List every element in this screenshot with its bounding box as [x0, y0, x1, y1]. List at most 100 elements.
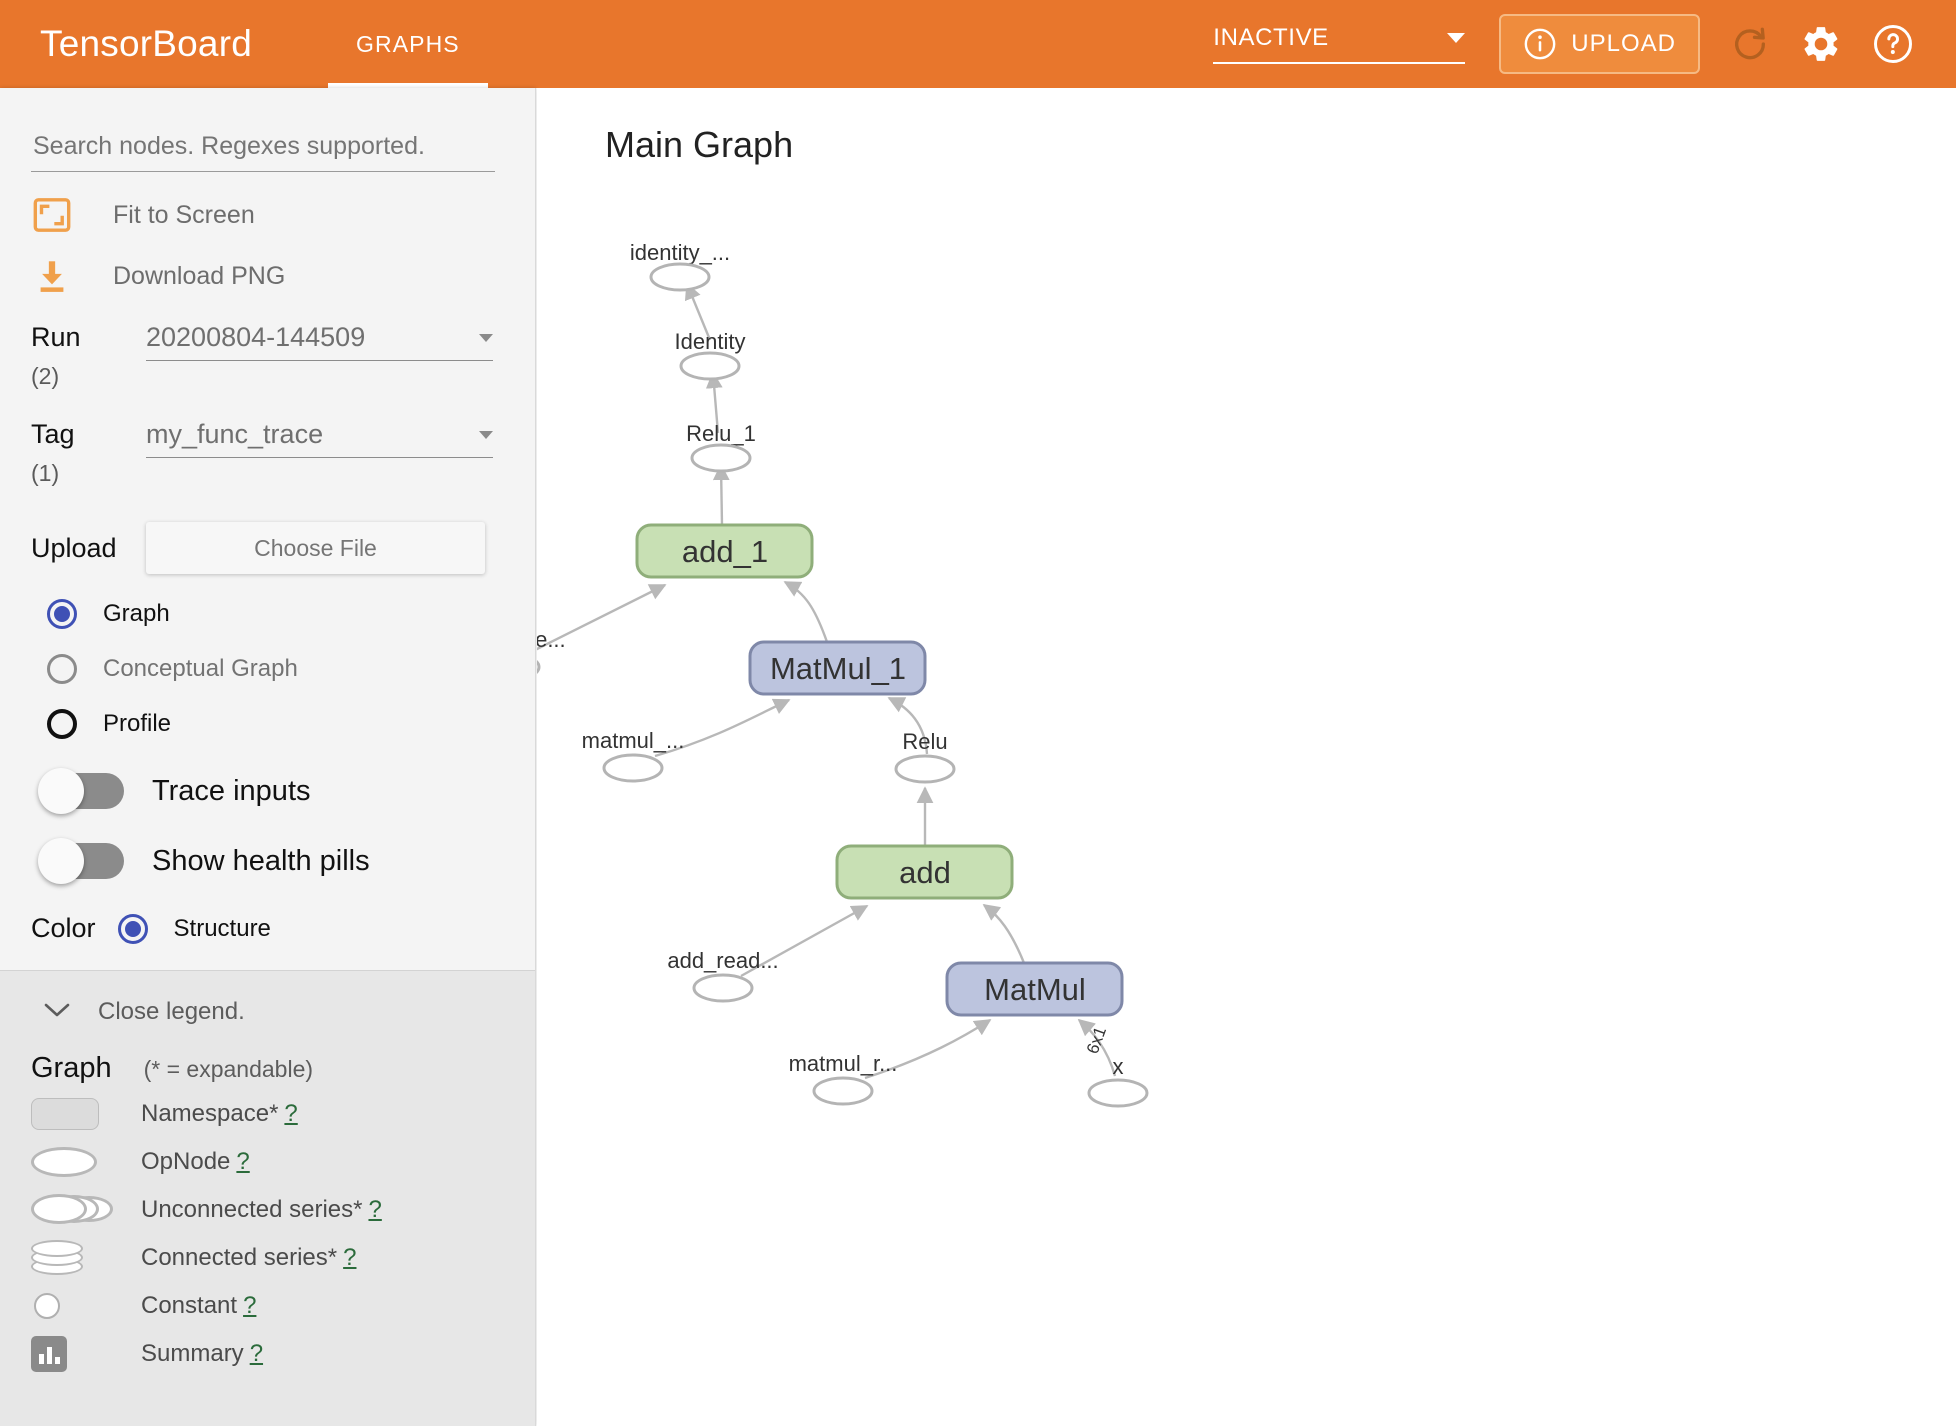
node-add-label: add	[899, 855, 951, 890]
summary-symbol-icon	[31, 1336, 141, 1372]
node-relu-1-label: Relu_1	[686, 421, 756, 446]
legend-item-namespace: Namespace*?	[31, 1095, 535, 1133]
legend-note: (* = expandable)	[143, 1056, 314, 1082]
node-matmul-read-1-label: matmul_...	[582, 728, 685, 753]
help-link[interactable]: ?	[284, 1100, 298, 1127]
help-link[interactable]: ?	[343, 1244, 357, 1271]
run-label: Run (2)	[31, 322, 146, 391]
opnode-ellipse	[649, 262, 711, 292]
help-icon[interactable]	[1872, 23, 1914, 65]
node-relu[interactable]: Relu	[894, 729, 956, 784]
legend-heading-row: Graph (* = expandable)	[31, 1052, 535, 1085]
run-value: 20200804-144509	[146, 322, 366, 352]
close-legend-button[interactable]: Close legend.	[44, 998, 535, 1026]
search-input[interactable]	[31, 131, 495, 162]
tab-graphs[interactable]: GRAPHS	[328, 0, 488, 88]
node-x[interactable]: x	[1087, 1054, 1149, 1108]
edge-matmul-to-add	[982, 904, 1026, 964]
legend-item-connected-series: Connected series*?	[31, 1239, 535, 1277]
node-add-read[interactable]: add_read...	[667, 948, 779, 1003]
constant-symbol-icon	[31, 1293, 141, 1319]
legend-item-constant-label: Constant	[141, 1292, 238, 1319]
fit-to-screen-button[interactable]: Fit to Screen	[31, 198, 535, 232]
namespace-rect	[945, 961, 1124, 1017]
gear-icon[interactable]	[1800, 23, 1842, 65]
download-png-label: Download PNG	[113, 261, 286, 290]
namespace-rect	[748, 640, 927, 696]
edge-relu1-to-identity	[705, 371, 723, 434]
graph-title: Main Graph	[605, 124, 794, 165]
app-brand: TensorBoard	[40, 23, 252, 64]
upload-row: Upload Choose File	[31, 522, 535, 574]
opnode-ellipse	[1087, 1078, 1149, 1108]
choose-file-button[interactable]: Choose File	[146, 522, 485, 574]
run-selector-row: Run (2) 20200804-144509	[31, 322, 535, 391]
graph-canvas[interactable]: Main Graph 6x1 identity_...	[537, 88, 1956, 1426]
help-link[interactable]: ?	[236, 1148, 250, 1175]
chevron-down-icon	[479, 430, 493, 439]
color-mode-row: Color Structure	[31, 913, 535, 944]
tag-selector-row: Tag (1) my_func_trace	[31, 419, 535, 488]
tab-graphs-label: GRAPHS	[356, 30, 460, 57]
radio-conceptual-graph[interactable]: Conceptual Graph	[47, 654, 535, 684]
legend-item-namespace-label: Namespace*	[141, 1100, 279, 1127]
close-legend-label: Close legend.	[98, 998, 245, 1025]
legend-heading: Graph	[31, 1052, 112, 1084]
node-matmul-read-1[interactable]: matmul_...	[582, 728, 685, 783]
radio-structure-indicator[interactable]	[117, 913, 148, 944]
run-count: (2)	[31, 363, 60, 389]
chevron-down-icon	[1447, 33, 1466, 43]
node-matmul-1[interactable]: MatMul_1	[748, 640, 927, 696]
unconnected-series-symbol-icon	[31, 1193, 141, 1227]
run-status-select[interactable]: INACTIVE	[1213, 24, 1466, 64]
upload-button-label: UPLOAD	[1571, 30, 1676, 57]
edge-relu-to-matmul1	[887, 696, 929, 755]
node-add-1-read-label: add_1_re...	[537, 627, 566, 652]
toggle-show-health-pills-label: Show health pills	[152, 844, 370, 877]
refresh-icon[interactable]	[1730, 24, 1770, 64]
edge-add1-to-relu1	[712, 463, 730, 526]
node-matmul-read[interactable]: matmul_r...	[789, 1051, 898, 1106]
node-identity[interactable]: Identity	[675, 329, 746, 381]
run-status-value: INACTIVE	[1213, 24, 1329, 51]
run-select[interactable]: 20200804-144509	[146, 322, 493, 361]
connected-series-symbol-icon	[31, 1238, 141, 1278]
radio-graph[interactable]: Graph	[47, 599, 535, 629]
graph-edges: 6x1	[537, 282, 1117, 1080]
node-add-1-read[interactable]: add_1_re...	[537, 627, 566, 680]
edge-matmul1-to-add1	[783, 580, 829, 643]
help-link[interactable]: ?	[368, 1196, 382, 1223]
edge-identity-to-identity-out	[684, 282, 712, 341]
upload-button[interactable]: UPLOAD	[1499, 14, 1700, 74]
radio-profile[interactable]: Profile	[47, 709, 535, 739]
node-add-read-label: add_read...	[667, 948, 778, 973]
toggle-trace-inputs[interactable]: Trace inputs	[38, 768, 535, 814]
tag-count: (1)	[31, 460, 60, 486]
edge-add1read-to-add1	[537, 583, 667, 651]
toggle-show-health-pills[interactable]: Show health pills	[38, 838, 535, 884]
tag-select[interactable]: my_func_trace	[146, 419, 493, 458]
node-identity-out[interactable]: identity_...	[630, 240, 730, 292]
tag-label: Tag (1)	[31, 419, 146, 488]
top-bar-right-controls: INACTIVE UPLOAD	[1213, 0, 1914, 88]
toggle-trace-inputs-label: Trace inputs	[152, 774, 311, 807]
node-add-1[interactable]: add_1	[635, 523, 814, 579]
legend-item-summary-label: Summary	[141, 1340, 244, 1367]
download-icon	[31, 258, 73, 294]
legend-item-summary: Summary?	[31, 1335, 535, 1373]
help-link[interactable]: ?	[243, 1292, 257, 1319]
node-relu-label: Relu	[902, 729, 947, 754]
node-matmul-read-label: matmul_r...	[789, 1051, 898, 1076]
legend-panel: Close legend. Graph (* = expandable) Nam…	[0, 970, 535, 1426]
graph-svg[interactable]: 6x1 identity_... Identity Relu_1 add_1	[537, 88, 1956, 1426]
node-relu-1[interactable]: Relu_1	[686, 421, 756, 473]
legend-item-unconnected-series-label: Unconnected series*	[141, 1196, 363, 1223]
download-png-button[interactable]: Download PNG	[31, 258, 535, 294]
fit-to-screen-label: Fit to Screen	[113, 200, 255, 229]
node-matmul-label: MatMul	[984, 972, 1086, 1007]
color-structure-label: Structure	[173, 914, 271, 942]
help-link[interactable]: ?	[249, 1340, 264, 1367]
node-add[interactable]: add	[835, 844, 1014, 900]
chevron-down-icon	[479, 333, 493, 342]
node-matmul[interactable]: MatMul	[945, 961, 1124, 1017]
